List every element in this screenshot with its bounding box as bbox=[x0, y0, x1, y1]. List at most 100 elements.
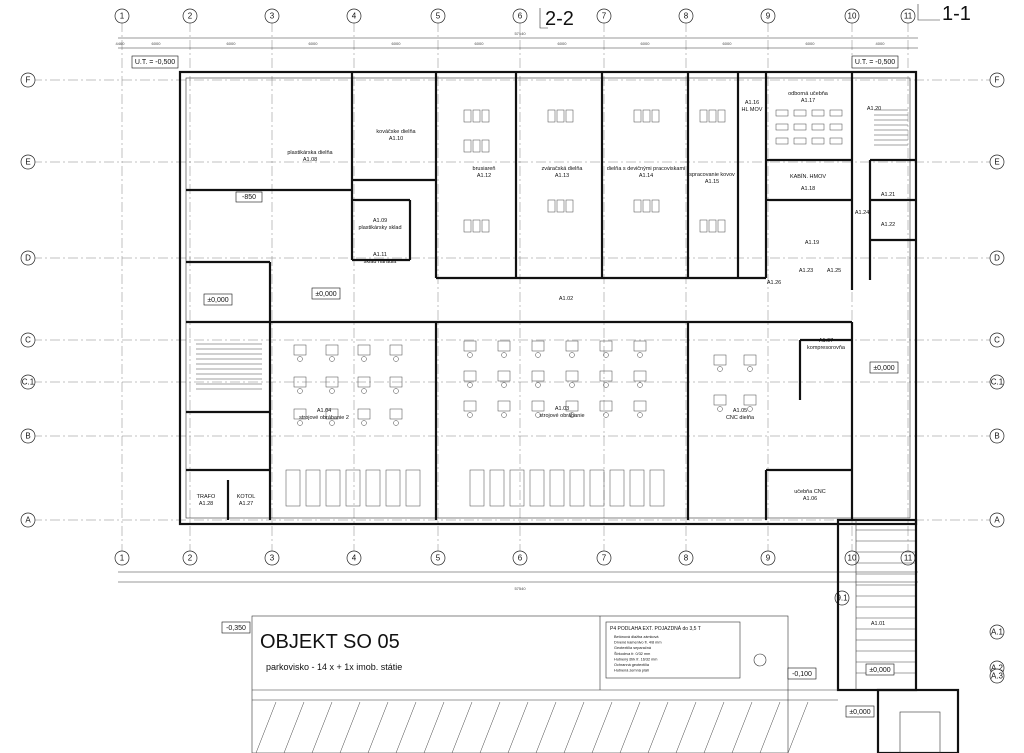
axis-bubble bbox=[678, 8, 694, 24]
desk-symbol bbox=[829, 137, 843, 145]
svg-text:A1.21: A1.21 bbox=[881, 192, 895, 198]
operator-symbol bbox=[329, 356, 335, 362]
workstation-symbol bbox=[565, 199, 574, 213]
machine-symbol bbox=[357, 408, 371, 420]
workbench-symbol bbox=[509, 469, 525, 507]
desk-symbol bbox=[829, 109, 843, 117]
axis-bubble bbox=[678, 550, 694, 566]
axis-bubble bbox=[900, 8, 916, 24]
axis-top-7: 7 bbox=[596, 8, 612, 24]
workbench-symbol bbox=[365, 469, 381, 507]
svg-text:±0,000: ±0,000 bbox=[849, 709, 870, 716]
svg-text:A1.01: A1.01 bbox=[871, 621, 885, 627]
axis-bottom-4: 4 bbox=[346, 550, 362, 566]
desk-symbol bbox=[811, 109, 825, 117]
desk-symbol bbox=[775, 123, 789, 131]
machine-symbol bbox=[325, 408, 339, 420]
operator-symbol bbox=[535, 382, 541, 388]
floor-legend: P4 PODLAHA EXT. POJAZDNÁ do 3,5 T Betóno… bbox=[605, 621, 741, 679]
workstation-symbol bbox=[642, 109, 651, 123]
dimension-chain-bottom: 57540 bbox=[118, 571, 918, 591]
workbench-symbol bbox=[345, 469, 361, 507]
operator-symbol bbox=[329, 420, 335, 426]
axis-top-11: 11 bbox=[900, 8, 916, 24]
desk-symbol bbox=[793, 109, 807, 117]
desk-symbol bbox=[793, 123, 807, 131]
machine-symbol bbox=[565, 370, 579, 382]
operator-symbol bbox=[747, 366, 753, 372]
axis-label: 7 bbox=[602, 12, 607, 21]
workstation-symbol bbox=[472, 219, 481, 233]
axis-top-6: 6 bbox=[512, 8, 528, 24]
machine-symbol bbox=[389, 408, 403, 420]
machine-symbol bbox=[293, 344, 307, 356]
svg-text:A1.26: A1.26 bbox=[767, 280, 781, 286]
axis-label: A bbox=[994, 516, 1000, 525]
axis-label: 1 bbox=[120, 12, 125, 21]
axis-bubble bbox=[989, 668, 1005, 684]
workbench-symbol bbox=[489, 469, 505, 507]
level-markers: U.T. = -0,500 U.T. = -0,500 ±0,000 ±0,00… bbox=[131, 55, 899, 718]
axis-label: 10 bbox=[848, 12, 857, 21]
svg-text:A1.22: A1.22 bbox=[881, 222, 895, 228]
exterior-walls bbox=[178, 70, 918, 526]
axis-label: 6 bbox=[518, 554, 523, 563]
axis-bubble bbox=[20, 154, 36, 170]
workbench-symbol bbox=[325, 469, 341, 507]
workstation-symbol bbox=[556, 199, 565, 213]
operator-symbol bbox=[747, 406, 753, 412]
workbench-symbol bbox=[649, 469, 665, 507]
machine-symbol bbox=[713, 394, 727, 406]
workstation-symbol bbox=[651, 199, 660, 213]
axis-bubble bbox=[20, 332, 36, 348]
axis-label: A.3 bbox=[991, 672, 1004, 681]
workbench-symbol bbox=[405, 469, 421, 507]
axis-bubble bbox=[596, 550, 612, 566]
workstation-symbol bbox=[633, 109, 642, 123]
desk-symbol bbox=[811, 137, 825, 145]
axis-label: 5 bbox=[436, 554, 441, 563]
svg-text:A1.25: A1.25 bbox=[827, 268, 841, 274]
svg-text:OBJEKT SO 05: OBJEKT SO 05 bbox=[260, 631, 400, 653]
operator-symbol bbox=[535, 352, 541, 358]
axis-bubble bbox=[989, 374, 1005, 390]
machine-symbol bbox=[713, 354, 727, 366]
parking-stall-line bbox=[787, 701, 809, 753]
axis-bottom-10: 10 bbox=[844, 550, 860, 566]
workstation-symbol bbox=[481, 219, 490, 233]
axis-left-C: C bbox=[20, 332, 36, 348]
svg-text:±0,000: ±0,000 bbox=[873, 365, 894, 372]
machine-symbol bbox=[743, 354, 757, 366]
workbench-symbol bbox=[385, 469, 401, 507]
axis-bubble bbox=[20, 512, 36, 528]
legend-line: Ochranná geotextília bbox=[614, 663, 650, 667]
operator-symbol bbox=[717, 406, 723, 412]
section-mark-1-1: 1-1 bbox=[917, 3, 971, 25]
axis-bubble bbox=[346, 8, 362, 24]
workstation-symbol bbox=[699, 219, 708, 233]
parking-stall-line bbox=[451, 701, 473, 753]
svg-text:-850: -850 bbox=[242, 194, 256, 201]
axis-bubble bbox=[844, 550, 860, 566]
legend-line: Hutnená zemná pláň bbox=[614, 669, 649, 673]
axis-bubble bbox=[989, 512, 1005, 528]
dimension-value: 4460 bbox=[116, 41, 126, 46]
parking-stall-line bbox=[283, 701, 305, 753]
svg-text:-0,350: -0,350 bbox=[226, 625, 246, 632]
axis-left-B: B bbox=[20, 428, 36, 444]
operator-symbol bbox=[393, 356, 399, 362]
axis-label: 1 bbox=[120, 554, 125, 563]
svg-text:2-2: 2-2 bbox=[545, 8, 574, 30]
axis-right-C.1: C.1 bbox=[989, 374, 1005, 390]
workstation-symbol bbox=[717, 219, 726, 233]
machine-symbol bbox=[357, 376, 371, 388]
axis-label: F bbox=[995, 76, 1000, 85]
workstation-symbol bbox=[642, 199, 651, 213]
